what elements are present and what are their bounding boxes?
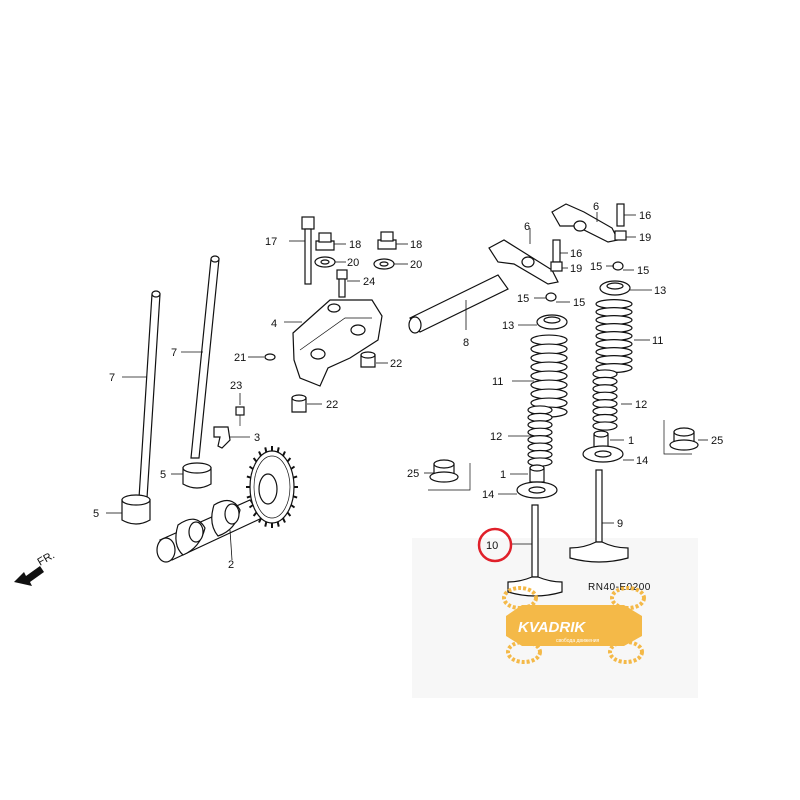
callout-25-right: 25 [711, 435, 723, 447]
callout-14-left: 14 [482, 489, 494, 501]
callout-19-left: 19 [570, 263, 582, 275]
inner-spring-12-right [592, 369, 618, 431]
callout-11-left: 11 [492, 376, 503, 388]
callout-23: 23 [230, 380, 242, 392]
lock-nut-19-right [614, 230, 627, 241]
stem-seal-1-left [529, 464, 545, 483]
exhaust-valve-9 [569, 469, 629, 563]
rocker-arm-holder [292, 299, 383, 387]
valve-lifter-left [121, 494, 151, 525]
washer-20-right [373, 258, 395, 270]
callout-6-left: 6 [524, 221, 530, 233]
callout-17: 17 [265, 236, 277, 248]
pin-15-left [545, 292, 557, 302]
cap-nut-25-right [663, 420, 699, 455]
callout-12-left: 12 [490, 431, 502, 443]
pin-15-right [612, 261, 624, 271]
valve-lifter-right [182, 462, 212, 489]
callout-22-lower: 22 [326, 399, 338, 411]
front-direction-label: FR. [36, 549, 57, 568]
callout-21: 21 [234, 352, 246, 364]
callout-5-right: 5 [160, 469, 166, 481]
callout-20-left: 20 [347, 257, 359, 269]
outer-spring-11-left [530, 334, 568, 418]
watermark-brand-text: KVADRIK [518, 619, 586, 636]
callout-9: 9 [617, 518, 623, 530]
decompressor-arm [213, 426, 231, 449]
kvadrik-watermark-logo: KVADRIK свобода движения [502, 586, 646, 664]
lock-nut-19-left [550, 261, 563, 272]
callout-2: 2 [228, 559, 234, 571]
callout-7-right: 7 [171, 347, 177, 359]
callout-labels: 17 18 18 20 20 24 4 21 22 22 23 3 7 7 5 … [93, 201, 723, 571]
rocker-arm-right [551, 203, 619, 243]
bolt-24 [336, 269, 348, 298]
push-rod-right [190, 255, 220, 459]
rocker-arm-shaft [408, 274, 509, 334]
adjusting-screw-16-left [552, 239, 561, 263]
outer-spring-11-right [595, 299, 633, 374]
callout-16-right: 16 [639, 210, 651, 222]
front-direction-arrow-icon [14, 566, 44, 586]
callout-19-right: 19 [639, 232, 651, 244]
adjusting-screw-16-right [616, 203, 625, 227]
callout-24: 24 [363, 276, 375, 288]
callout-15-lower-left: 15 [517, 293, 529, 305]
callout-13-left: 13 [502, 320, 514, 332]
callout-18-right: 18 [410, 239, 422, 251]
callout-1-right: 1 [628, 435, 634, 447]
callout-11-right: 11 [652, 335, 663, 347]
pin-21 [264, 353, 276, 361]
callout-6-right: 6 [593, 201, 599, 213]
flange-nut-18-right [377, 231, 397, 250]
spring-seat-14-left [516, 481, 558, 499]
dowel-pin-22-lower [291, 394, 307, 413]
washer-20-left [314, 256, 336, 268]
spring-retainer-13-right [599, 280, 631, 296]
callout-20-right: 20 [410, 259, 422, 271]
callout-15-upper-left: 15 [590, 261, 602, 273]
bolt-23 [235, 406, 245, 426]
callout-15-upper-right: 15 [637, 265, 649, 277]
cam-gear [246, 446, 298, 528]
callout-1-left: 1 [500, 469, 506, 481]
callout-10: 10 [486, 540, 498, 552]
callout-25-left: 25 [407, 468, 419, 480]
intake-valve-10 [507, 504, 563, 597]
spring-seat-14-right [582, 445, 624, 463]
watermark-tagline: свобода движения [556, 638, 600, 644]
rocker-arm-left [488, 239, 559, 285]
callout-8: 8 [463, 337, 469, 349]
spring-retainer-13-left [536, 314, 568, 330]
inner-spring-12-left [527, 405, 553, 467]
cap-nut-25-left [428, 459, 471, 491]
callout-15-lower-right: 15 [573, 297, 585, 309]
callout-16-left: 16 [570, 248, 582, 260]
callout-18-left: 18 [349, 239, 361, 251]
drawing-code: RN40-E0200 [588, 582, 651, 593]
callout-4: 4 [271, 318, 277, 330]
callout-3: 3 [254, 432, 260, 444]
dowel-pin-22-upper [360, 351, 376, 368]
callout-5-left: 5 [93, 508, 99, 520]
bolt-17 [301, 216, 315, 285]
callout-7-left: 7 [109, 372, 115, 384]
push-rod-left [138, 290, 161, 499]
callout-22-upper: 22 [390, 358, 402, 370]
camshaft [156, 499, 263, 563]
callout-12-right: 12 [635, 399, 647, 411]
callout-14-right: 14 [636, 455, 648, 467]
flange-nut-18-left [315, 232, 335, 251]
highlight-circle [477, 527, 513, 563]
callout-13-right: 13 [654, 285, 666, 297]
stem-seal-1-right [593, 430, 609, 448]
